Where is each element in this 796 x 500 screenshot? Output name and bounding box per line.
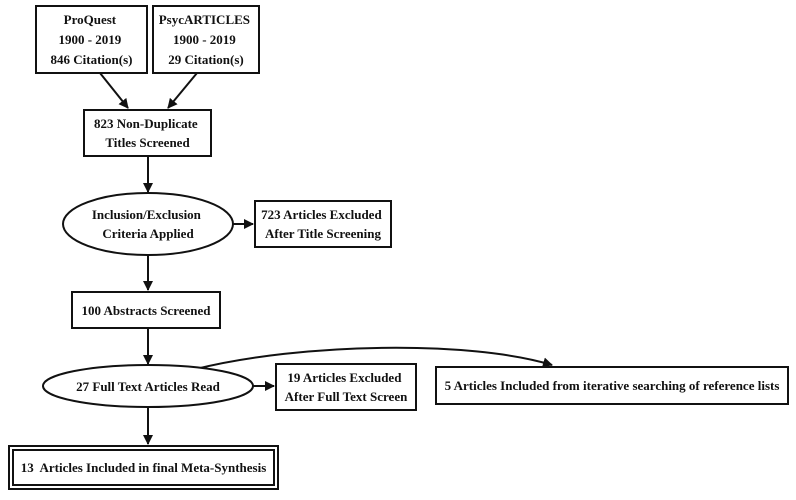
node-excluded-title: 723 Articles Excluded After Title Screen… bbox=[254, 200, 392, 248]
excluded-fulltext-label-line-2: After Full Text Screen bbox=[285, 389, 408, 404]
excluded-title-label-line-1: 723 Articles Excluded bbox=[261, 207, 382, 222]
criteria-label-line-1: Inclusion/Exclusion bbox=[92, 207, 202, 222]
excluded-fulltext-label-line-1: 19 Articles Excluded bbox=[287, 370, 402, 385]
fulltext-label: 27 Full Text Articles Read bbox=[76, 379, 220, 394]
edge-psycarticles-to-nonduplicate bbox=[167, 72, 198, 109]
psycarticles-label: PsycARTICLES 1900 - 2019 29 Citation(s) bbox=[159, 12, 254, 67]
iterative-label: 5 Articles Included from iterative searc… bbox=[445, 378, 780, 393]
psycarticles-label-line-2: 1900 - 2019 bbox=[173, 32, 236, 47]
fulltext-label-line-1: 27 Full Text Articles Read bbox=[76, 379, 220, 394]
proquest-box bbox=[35, 5, 148, 74]
edge-proquest-to-nonduplicate bbox=[99, 72, 129, 109]
nonduplicate-label: 823 Non-Duplicate Titles Screened bbox=[94, 116, 201, 150]
node-proquest: ProQuest 1900 - 2019 846 Citation(s) bbox=[35, 5, 148, 74]
node-psycarticles: PsycARTICLES 1900 - 2019 29 Citation(s) bbox=[152, 5, 260, 74]
node-iterative: 5 Articles Included from iterative searc… bbox=[435, 366, 789, 405]
nonduplicate-label-line-2: Titles Screened bbox=[105, 135, 190, 150]
excluded-title-label: 723 Articles Excluded After Title Screen… bbox=[261, 207, 385, 241]
proquest-label-line-2: 1900 - 2019 bbox=[58, 32, 121, 47]
criteria-ellipse bbox=[62, 192, 234, 256]
excluded-fulltext-box bbox=[275, 363, 417, 411]
fulltext-ellipse bbox=[42, 364, 254, 408]
abstracts-label: 100 Abstracts Screened bbox=[81, 303, 211, 318]
excluded-title-label-line-2: After Title Screening bbox=[265, 226, 382, 241]
psycarticles-label-line-1: PsycARTICLES bbox=[159, 12, 250, 27]
edges bbox=[99, 72, 553, 445]
abstracts-label-line-1: 100 Abstracts Screened bbox=[81, 303, 211, 318]
proquest-label: ProQuest 1900 - 2019 846 Citation(s) bbox=[51, 12, 133, 67]
iterative-label-line-1: 5 Articles Included from iterative searc… bbox=[445, 378, 780, 393]
proquest-label-line-1: ProQuest bbox=[64, 12, 117, 27]
node-excluded-fulltext: 19 Articles Excluded After Full Text Scr… bbox=[275, 363, 417, 411]
iterative-box bbox=[435, 366, 789, 405]
excluded-fulltext-label: 19 Articles Excluded After Full Text Scr… bbox=[285, 370, 408, 404]
node-final: 13 Articles Included in final Meta-Synth… bbox=[8, 445, 279, 490]
final-label-line-1: 13 Articles Included in final Meta-Synth… bbox=[21, 460, 267, 475]
criteria-label: Inclusion/Exclusion Criteria Applied bbox=[92, 207, 204, 241]
excluded-title-box bbox=[254, 200, 392, 248]
final-box-inner bbox=[12, 449, 275, 486]
criteria-label-line-2: Criteria Applied bbox=[102, 226, 194, 241]
final-label: 13 Articles Included in final Meta-Synth… bbox=[21, 460, 267, 475]
nonduplicate-label-line-1: 823 Non-Duplicate bbox=[94, 116, 198, 131]
proquest-label-line-3: 846 Citation(s) bbox=[51, 52, 133, 67]
psycarticles-label-line-3: 29 Citation(s) bbox=[168, 52, 243, 67]
abstracts-box bbox=[71, 291, 221, 329]
node-nonduplicate: 823 Non-Duplicate Titles Screened bbox=[83, 109, 212, 157]
edge-fulltext-to-iterative bbox=[195, 346, 553, 370]
node-abstracts: 100 Abstracts Screened bbox=[71, 291, 221, 329]
node-fulltext: 27 Full Text Articles Read bbox=[42, 364, 254, 408]
nonduplicate-box bbox=[83, 109, 212, 157]
psycarticles-box bbox=[152, 5, 260, 74]
node-criteria: Inclusion/Exclusion Criteria Applied bbox=[62, 192, 234, 256]
